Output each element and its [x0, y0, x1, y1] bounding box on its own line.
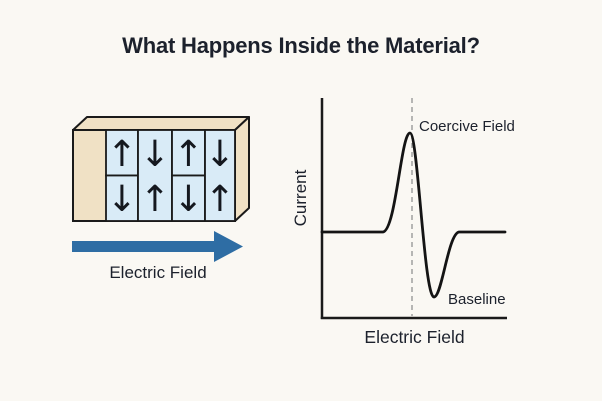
domain-cell — [204, 129, 236, 222]
baseline-annotation: Baseline — [448, 291, 506, 308]
electric-field-arrow-icon — [72, 231, 243, 262]
chart-ylabel-current: Current — [291, 169, 310, 227]
page-title: What Happens Inside the Material? — [122, 33, 480, 58]
chart-xlabel-electric-field: Electric Field — [364, 327, 465, 347]
current-curve — [320, 131, 507, 299]
domain-cell — [171, 129, 206, 177]
down-arrow-icon: ↓ — [205, 134, 235, 175]
down-arrow-icon: ↓ — [173, 179, 203, 220]
down-arrow-icon: ↓ — [140, 134, 170, 175]
domain-cell — [105, 174, 139, 222]
domain-cell — [105, 129, 139, 177]
box-right-face — [234, 116, 250, 222]
up-arrow-icon: ↑ — [107, 134, 137, 175]
material-box: ↑ ↓ ↑ ↓ ↓ ↑ ↓ ↑ — [72, 116, 250, 262]
electric-field-label-left: Electric Field — [109, 263, 207, 282]
up-arrow-icon: ↑ — [140, 179, 170, 220]
current-vs-field-chart — [320, 98, 507, 320]
down-arrow-icon: ↓ — [107, 179, 137, 220]
up-arrow-icon: ↑ — [205, 179, 235, 220]
coercive-field-annotation: Coercive Field — [419, 118, 515, 135]
box-top-face — [72, 116, 250, 131]
up-arrow-icon: ↑ — [173, 134, 203, 175]
